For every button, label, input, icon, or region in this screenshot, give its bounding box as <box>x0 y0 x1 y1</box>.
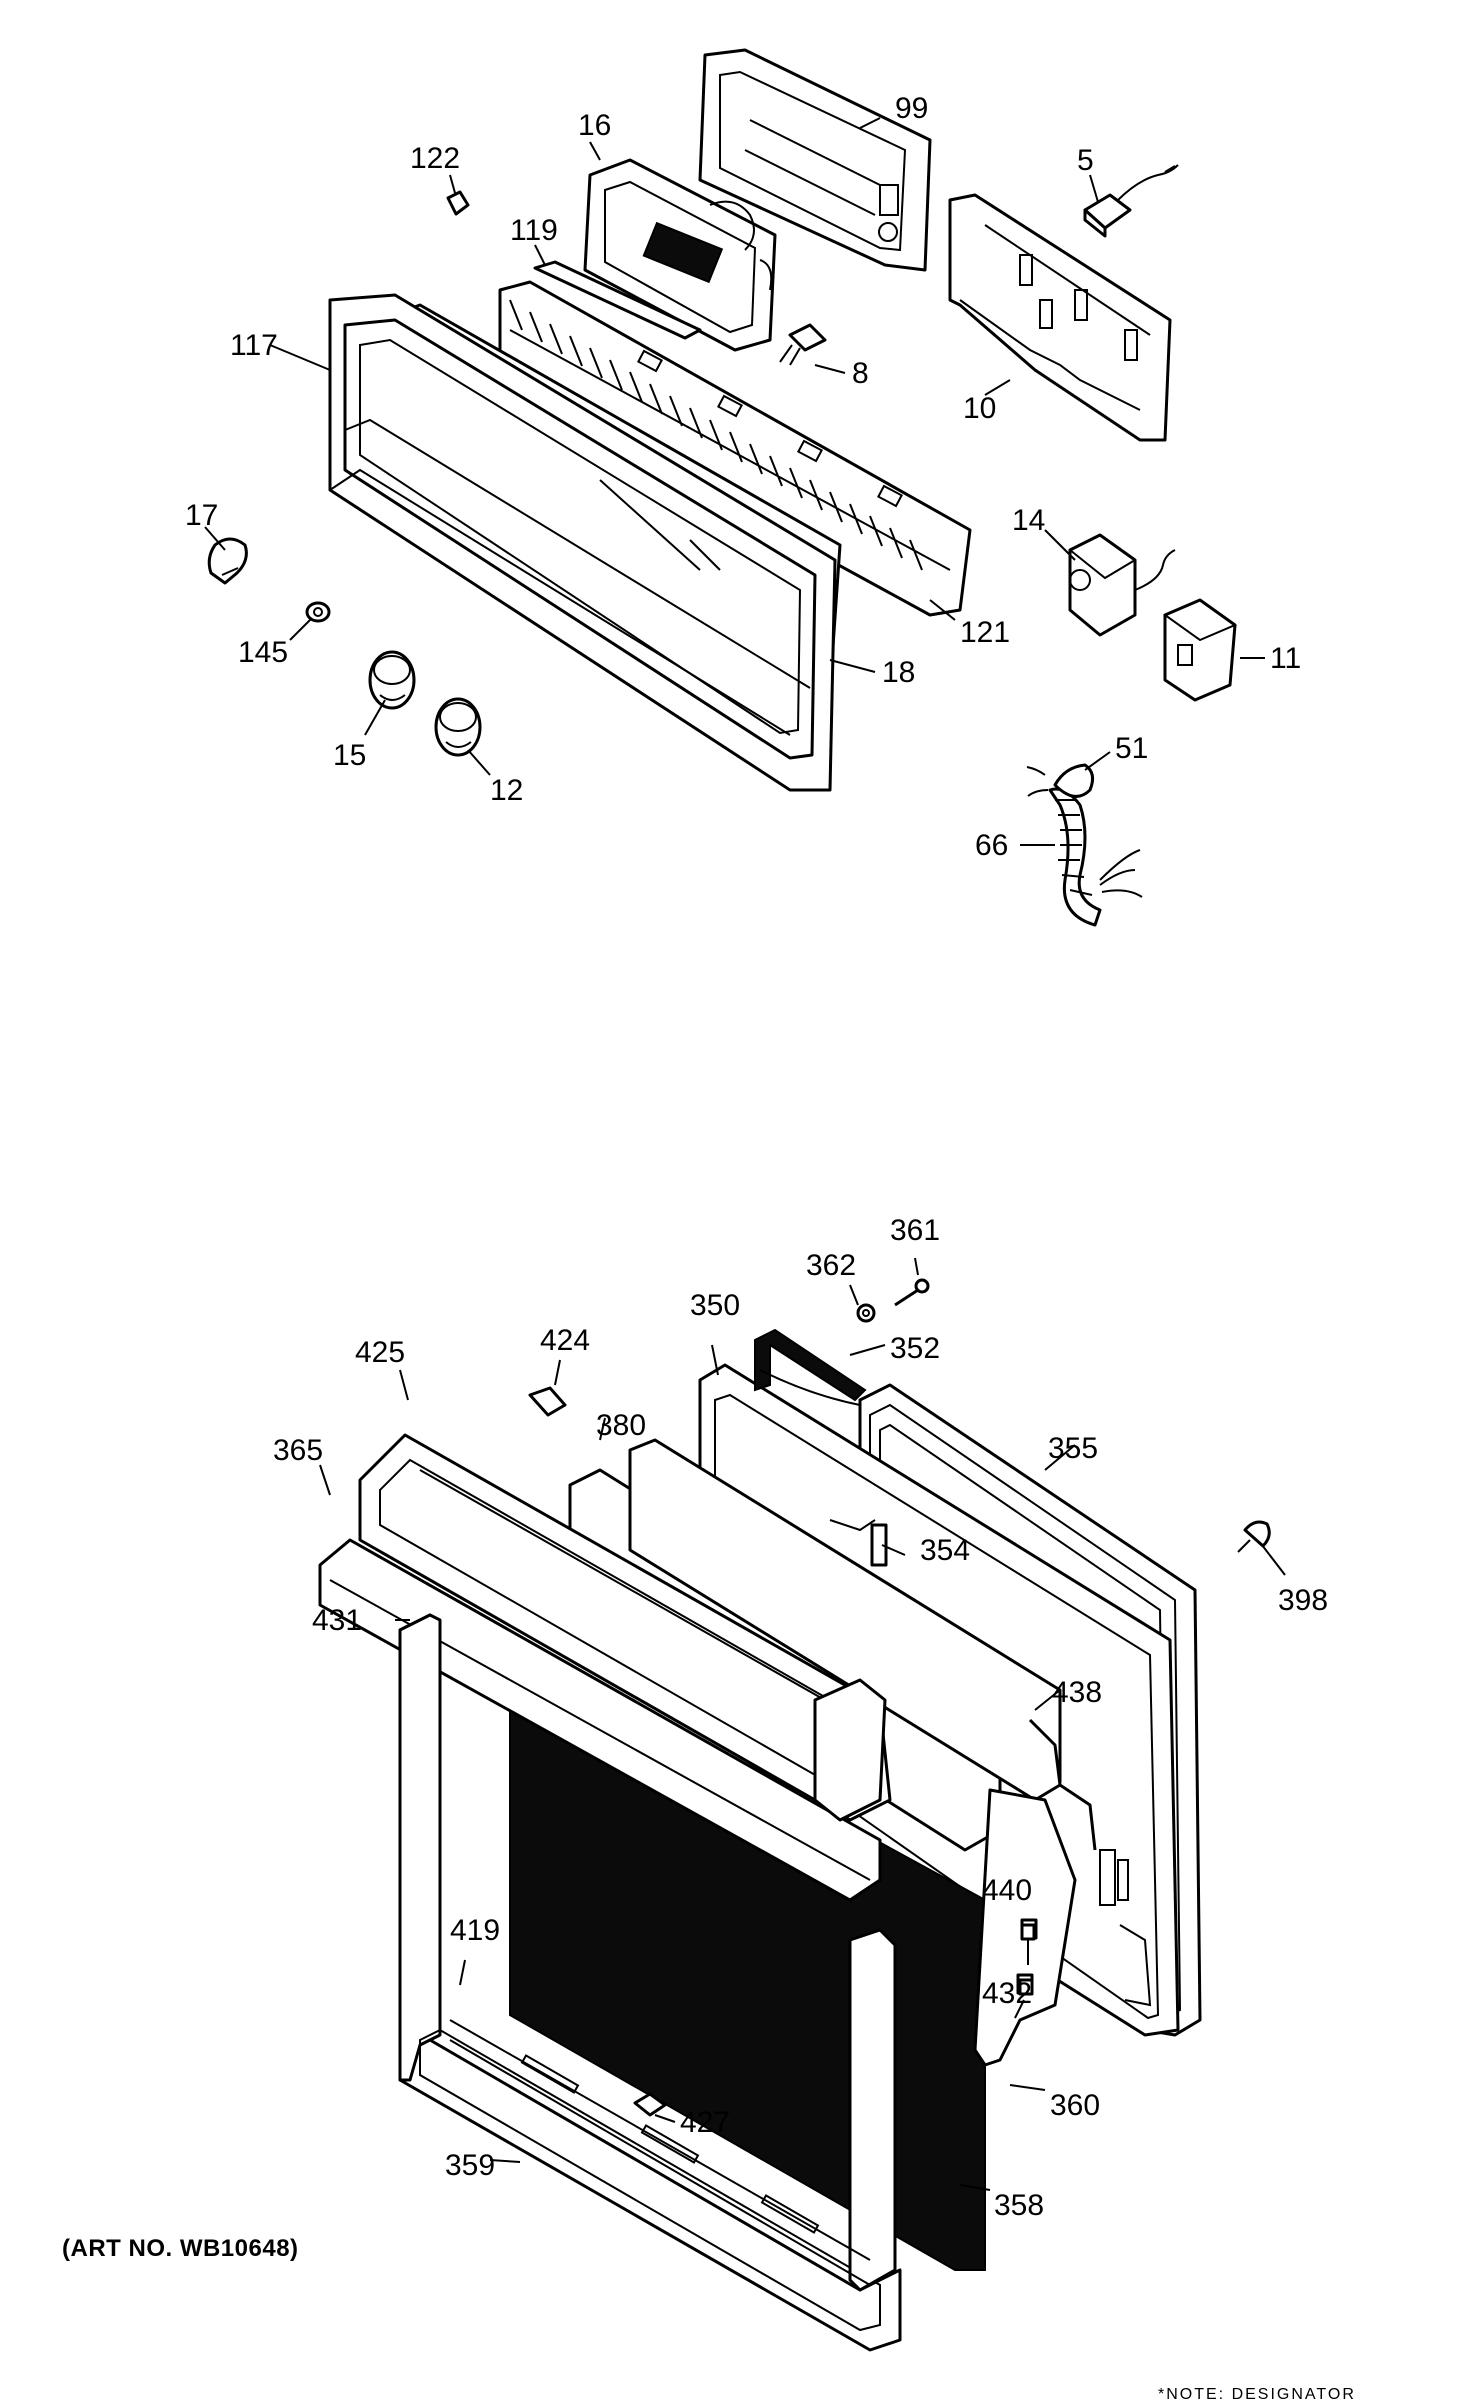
part-361-screw <box>894 1278 930 1307</box>
art-number: (ART NO. WB10648) <box>62 2235 299 2262</box>
callout-380: 380 <box>596 1409 646 1442</box>
callout-66: 66 <box>975 829 1008 862</box>
part-117-panel-frame <box>328 293 837 792</box>
part-427-clip <box>633 2092 667 2117</box>
callout-358: 358 <box>994 2189 1044 2222</box>
part-354-latch <box>870 1523 888 1567</box>
callout-352: 352 <box>890 1332 940 1365</box>
callout-425: 425 <box>355 1336 405 1369</box>
callout-18: 18 <box>882 656 915 689</box>
callout-350: 350 <box>690 1289 740 1322</box>
callout-119: 119 <box>510 214 558 247</box>
callout-14: 14 <box>1012 504 1045 537</box>
callout-398: 398 <box>1278 1584 1328 1617</box>
callout-17: 17 <box>185 499 218 532</box>
callout-15: 15 <box>333 739 366 772</box>
part-51-grommet <box>1026 763 1095 798</box>
callout-labels: 99 5 16 122 119 117 8 10 14 17 145 121 1… <box>185 92 1328 2222</box>
part-425-handle <box>358 1433 892 1822</box>
part-438-hinge <box>1028 1718 1097 1851</box>
callout-5: 5 <box>1077 144 1094 177</box>
part-398-screw <box>1237 1520 1271 1553</box>
part-362-washer <box>856 1303 876 1323</box>
callout-51: 51 <box>1115 732 1148 765</box>
callout-16: 16 <box>578 109 611 142</box>
callout-359: 359 <box>445 2149 495 2182</box>
part-99-bracket <box>698 48 932 272</box>
callout-362: 362 <box>806 1249 856 1282</box>
callout-432: 432 <box>982 1977 1032 2010</box>
part-10-mounting-plate <box>948 193 1172 442</box>
callout-354: 354 <box>920 1534 970 1567</box>
callout-440: 440 <box>982 1874 1032 1907</box>
callout-117: 117 <box>230 329 278 362</box>
callout-355: 355 <box>1048 1432 1098 1465</box>
part-145-cap <box>305 601 331 623</box>
part-66-harness <box>1048 787 1143 927</box>
callout-145: 145 <box>238 636 288 669</box>
part-122-clip <box>446 190 470 216</box>
leader-lines <box>204 117 1286 2191</box>
part-11-relay <box>1162 598 1238 702</box>
callout-121: 121 <box>960 616 1010 649</box>
part-16-clock-housing <box>583 158 777 352</box>
part-424-clip <box>528 1386 567 1417</box>
part-15-knob <box>368 650 416 710</box>
callout-11: 11 <box>1270 642 1301 675</box>
part-432-bracket <box>1018 1978 1034 1996</box>
callout-431: 431 <box>312 1604 362 1637</box>
part-5-switch <box>1083 164 1179 238</box>
part-14-switch <box>1068 533 1176 637</box>
callout-360: 360 <box>1050 2089 1100 2122</box>
part-12-knob <box>434 697 482 757</box>
callout-10: 10 <box>963 392 996 425</box>
footer-note: *NOTE: DESIGNATOR <box>1158 2386 1356 2403</box>
part-8-plug <box>779 323 827 366</box>
part-119-strip <box>533 260 702 340</box>
callout-361: 361 <box>890 1214 940 1247</box>
callout-427: 427 <box>680 2106 730 2139</box>
callout-365: 365 <box>273 1434 323 1467</box>
callout-8: 8 <box>852 357 869 390</box>
part-440-bracket <box>1020 1923 1036 1941</box>
part-352-gasket <box>754 1328 867 1406</box>
callout-419: 419 <box>450 1914 500 1947</box>
callout-424: 424 <box>540 1324 590 1357</box>
callout-438: 438 <box>1052 1676 1102 1709</box>
part-17-bulb <box>207 537 248 585</box>
part-359-door-frame <box>398 1613 902 2352</box>
callout-12: 12 <box>490 774 523 807</box>
callout-122: 122 <box>410 142 460 175</box>
callout-99: 99 <box>895 92 928 125</box>
